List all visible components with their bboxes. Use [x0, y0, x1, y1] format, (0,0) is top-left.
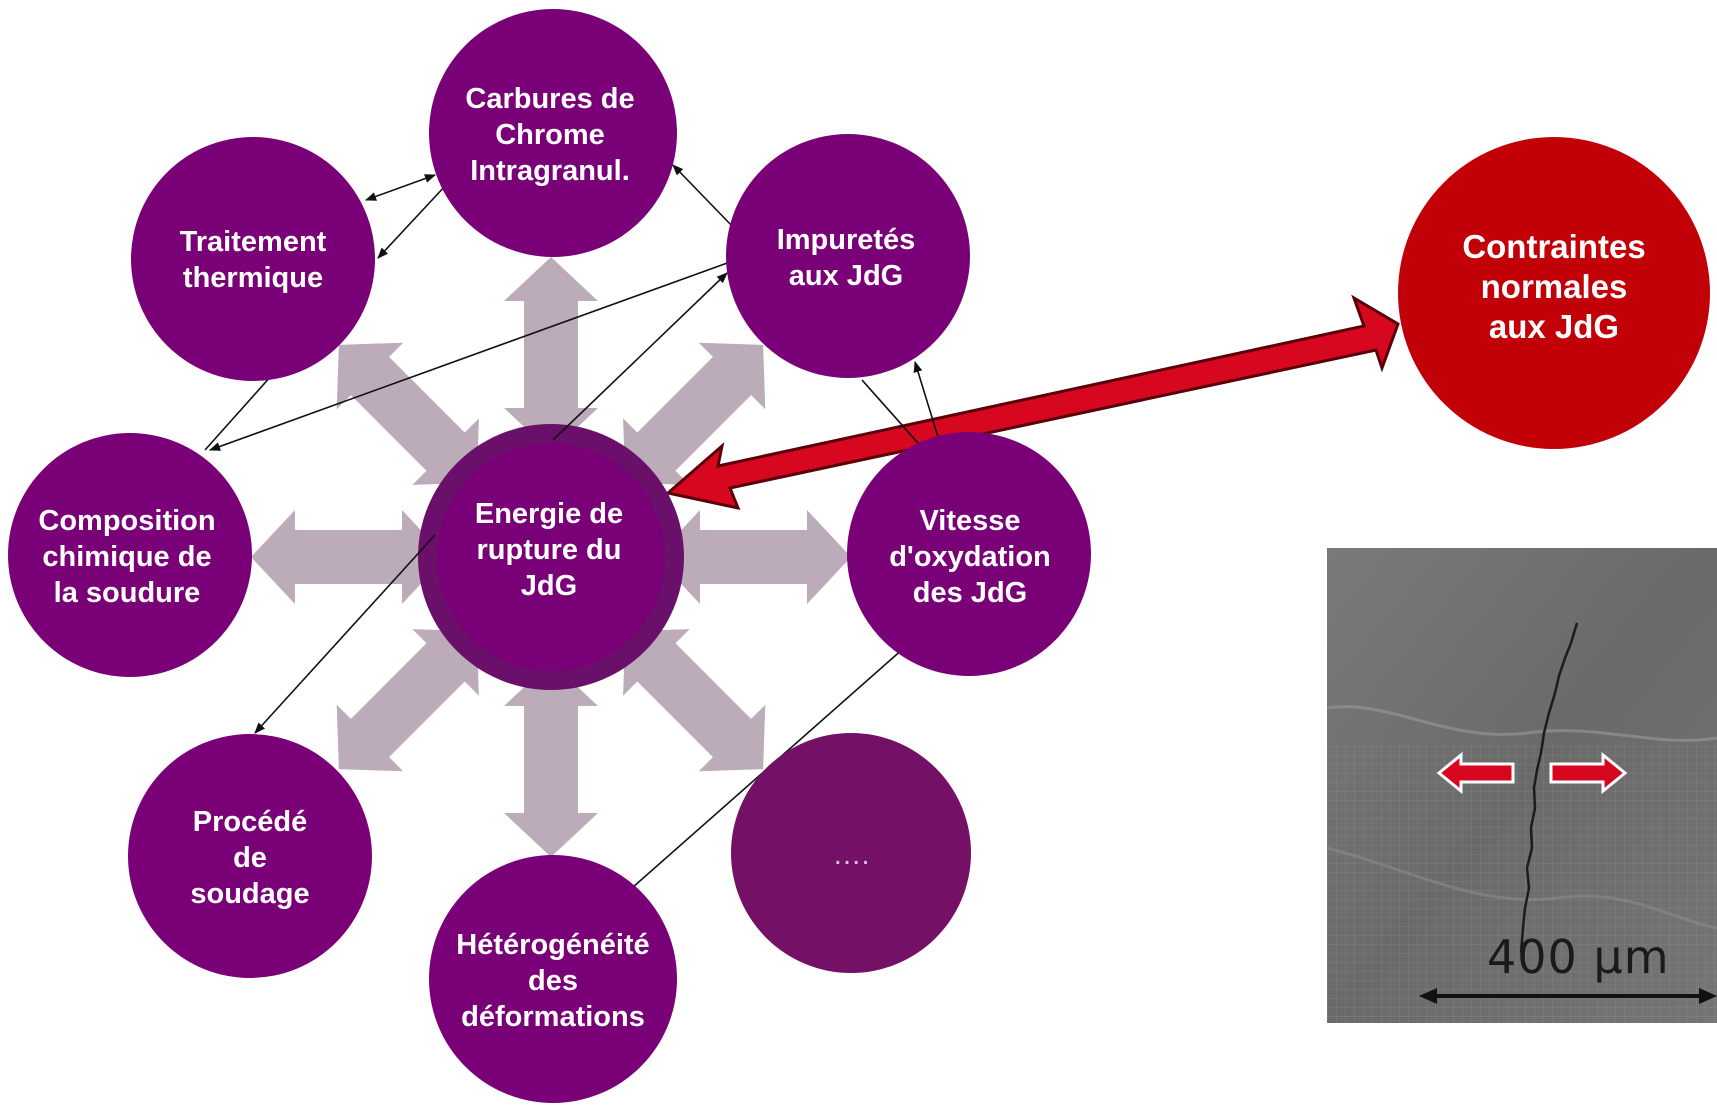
node-impuretes [726, 134, 970, 378]
node-traitement [131, 137, 375, 381]
radiating-arrow-3 [336, 629, 479, 772]
center-node [437, 443, 665, 671]
scale-label: 400 µm [1487, 930, 1670, 984]
scale-bar [1419, 988, 1717, 1004]
right-arrow-icon [1549, 751, 1628, 795]
node-heterogeneite [429, 855, 677, 1103]
node-contraintes [1398, 137, 1710, 449]
left-arrow-icon [1436, 751, 1515, 795]
radiating-arrow-7 [623, 342, 766, 485]
radiating-arrow-6 [504, 257, 598, 452]
node-composition [8, 433, 252, 677]
node-vitesse [847, 432, 1091, 676]
radiating-arrow-4 [251, 510, 446, 604]
radiating-arrow-5 [336, 342, 479, 485]
sem-micrograph: 400 µm [1327, 548, 1717, 1023]
crack-line [1519, 622, 1579, 954]
radiating-arrows [251, 257, 851, 857]
node-procede [128, 734, 372, 978]
red-double-arrow [664, 294, 1400, 511]
node-carbures [429, 9, 677, 257]
node-autres [731, 733, 971, 973]
radiating-arrow-2 [504, 662, 598, 857]
radiating-arrow-0 [656, 510, 851, 604]
radiating-arrow-1 [623, 629, 766, 772]
label-autres: …. [832, 839, 869, 871]
